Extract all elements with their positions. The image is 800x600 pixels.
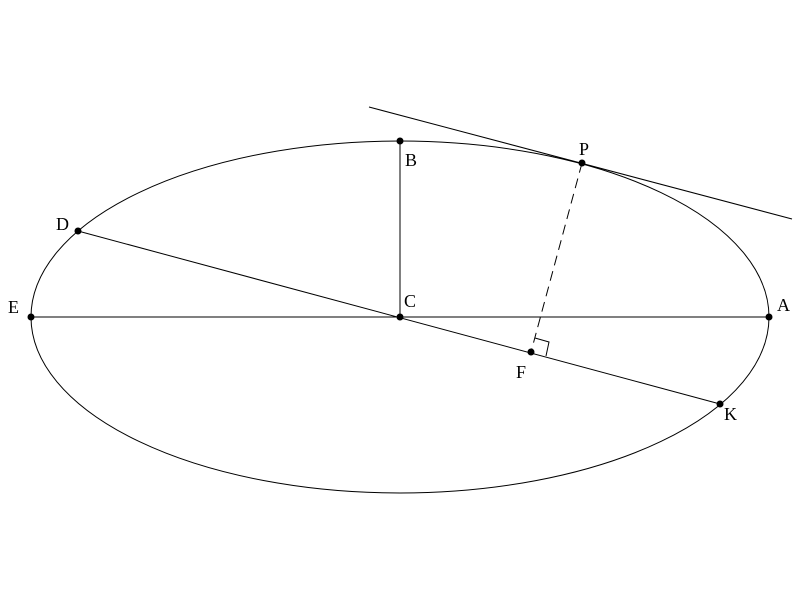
label-e: E [8, 297, 19, 317]
label-p: P [579, 139, 589, 159]
point-a [765, 313, 773, 321]
label-a: A [777, 295, 790, 315]
label-f: F [516, 362, 526, 382]
label-d: D [56, 214, 69, 234]
point-c [396, 313, 404, 321]
perpendicular-pf-dashed [530, 162, 583, 353]
point-f [527, 348, 535, 356]
right-angle-marker [534, 337, 550, 357]
label-b: B [405, 150, 417, 170]
point-k [716, 400, 724, 408]
label-c: C [404, 291, 416, 311]
point-b [396, 137, 404, 145]
point-e [27, 313, 35, 321]
point-p [578, 159, 586, 167]
label-k: K [724, 404, 737, 424]
point-d [74, 227, 82, 235]
